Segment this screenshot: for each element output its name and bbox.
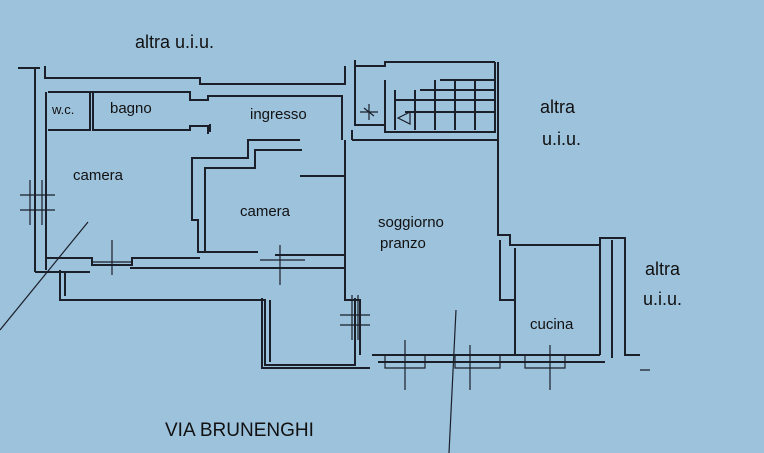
room-label-soggiorno: soggiorno bbox=[378, 214, 444, 231]
room-label-bagno: bagno bbox=[110, 100, 152, 117]
neighbor-label-right-upper-2: u.i.u. bbox=[542, 129, 582, 149]
room-label-camera-2: camera bbox=[240, 203, 291, 220]
neighbor-label-top: altra u.i.u. bbox=[135, 32, 215, 52]
room-label-cucina: cucina bbox=[530, 316, 574, 333]
neighbor-label-right-upper-1: altra bbox=[540, 97, 576, 117]
room-label-wc: w.c. bbox=[52, 102, 75, 117]
room-label-ingresso: ingresso bbox=[250, 106, 307, 123]
section-lines bbox=[0, 221, 650, 453]
street-label: VIA BRUNENGHI bbox=[165, 420, 314, 441]
room-label-pranzo: pranzo bbox=[380, 235, 426, 252]
room-label-camera-1: camera bbox=[73, 167, 124, 184]
neighbor-label-right-lower-2: u.i.u. bbox=[643, 289, 683, 309]
neighbor-label-right-lower-1: altra bbox=[645, 259, 681, 279]
